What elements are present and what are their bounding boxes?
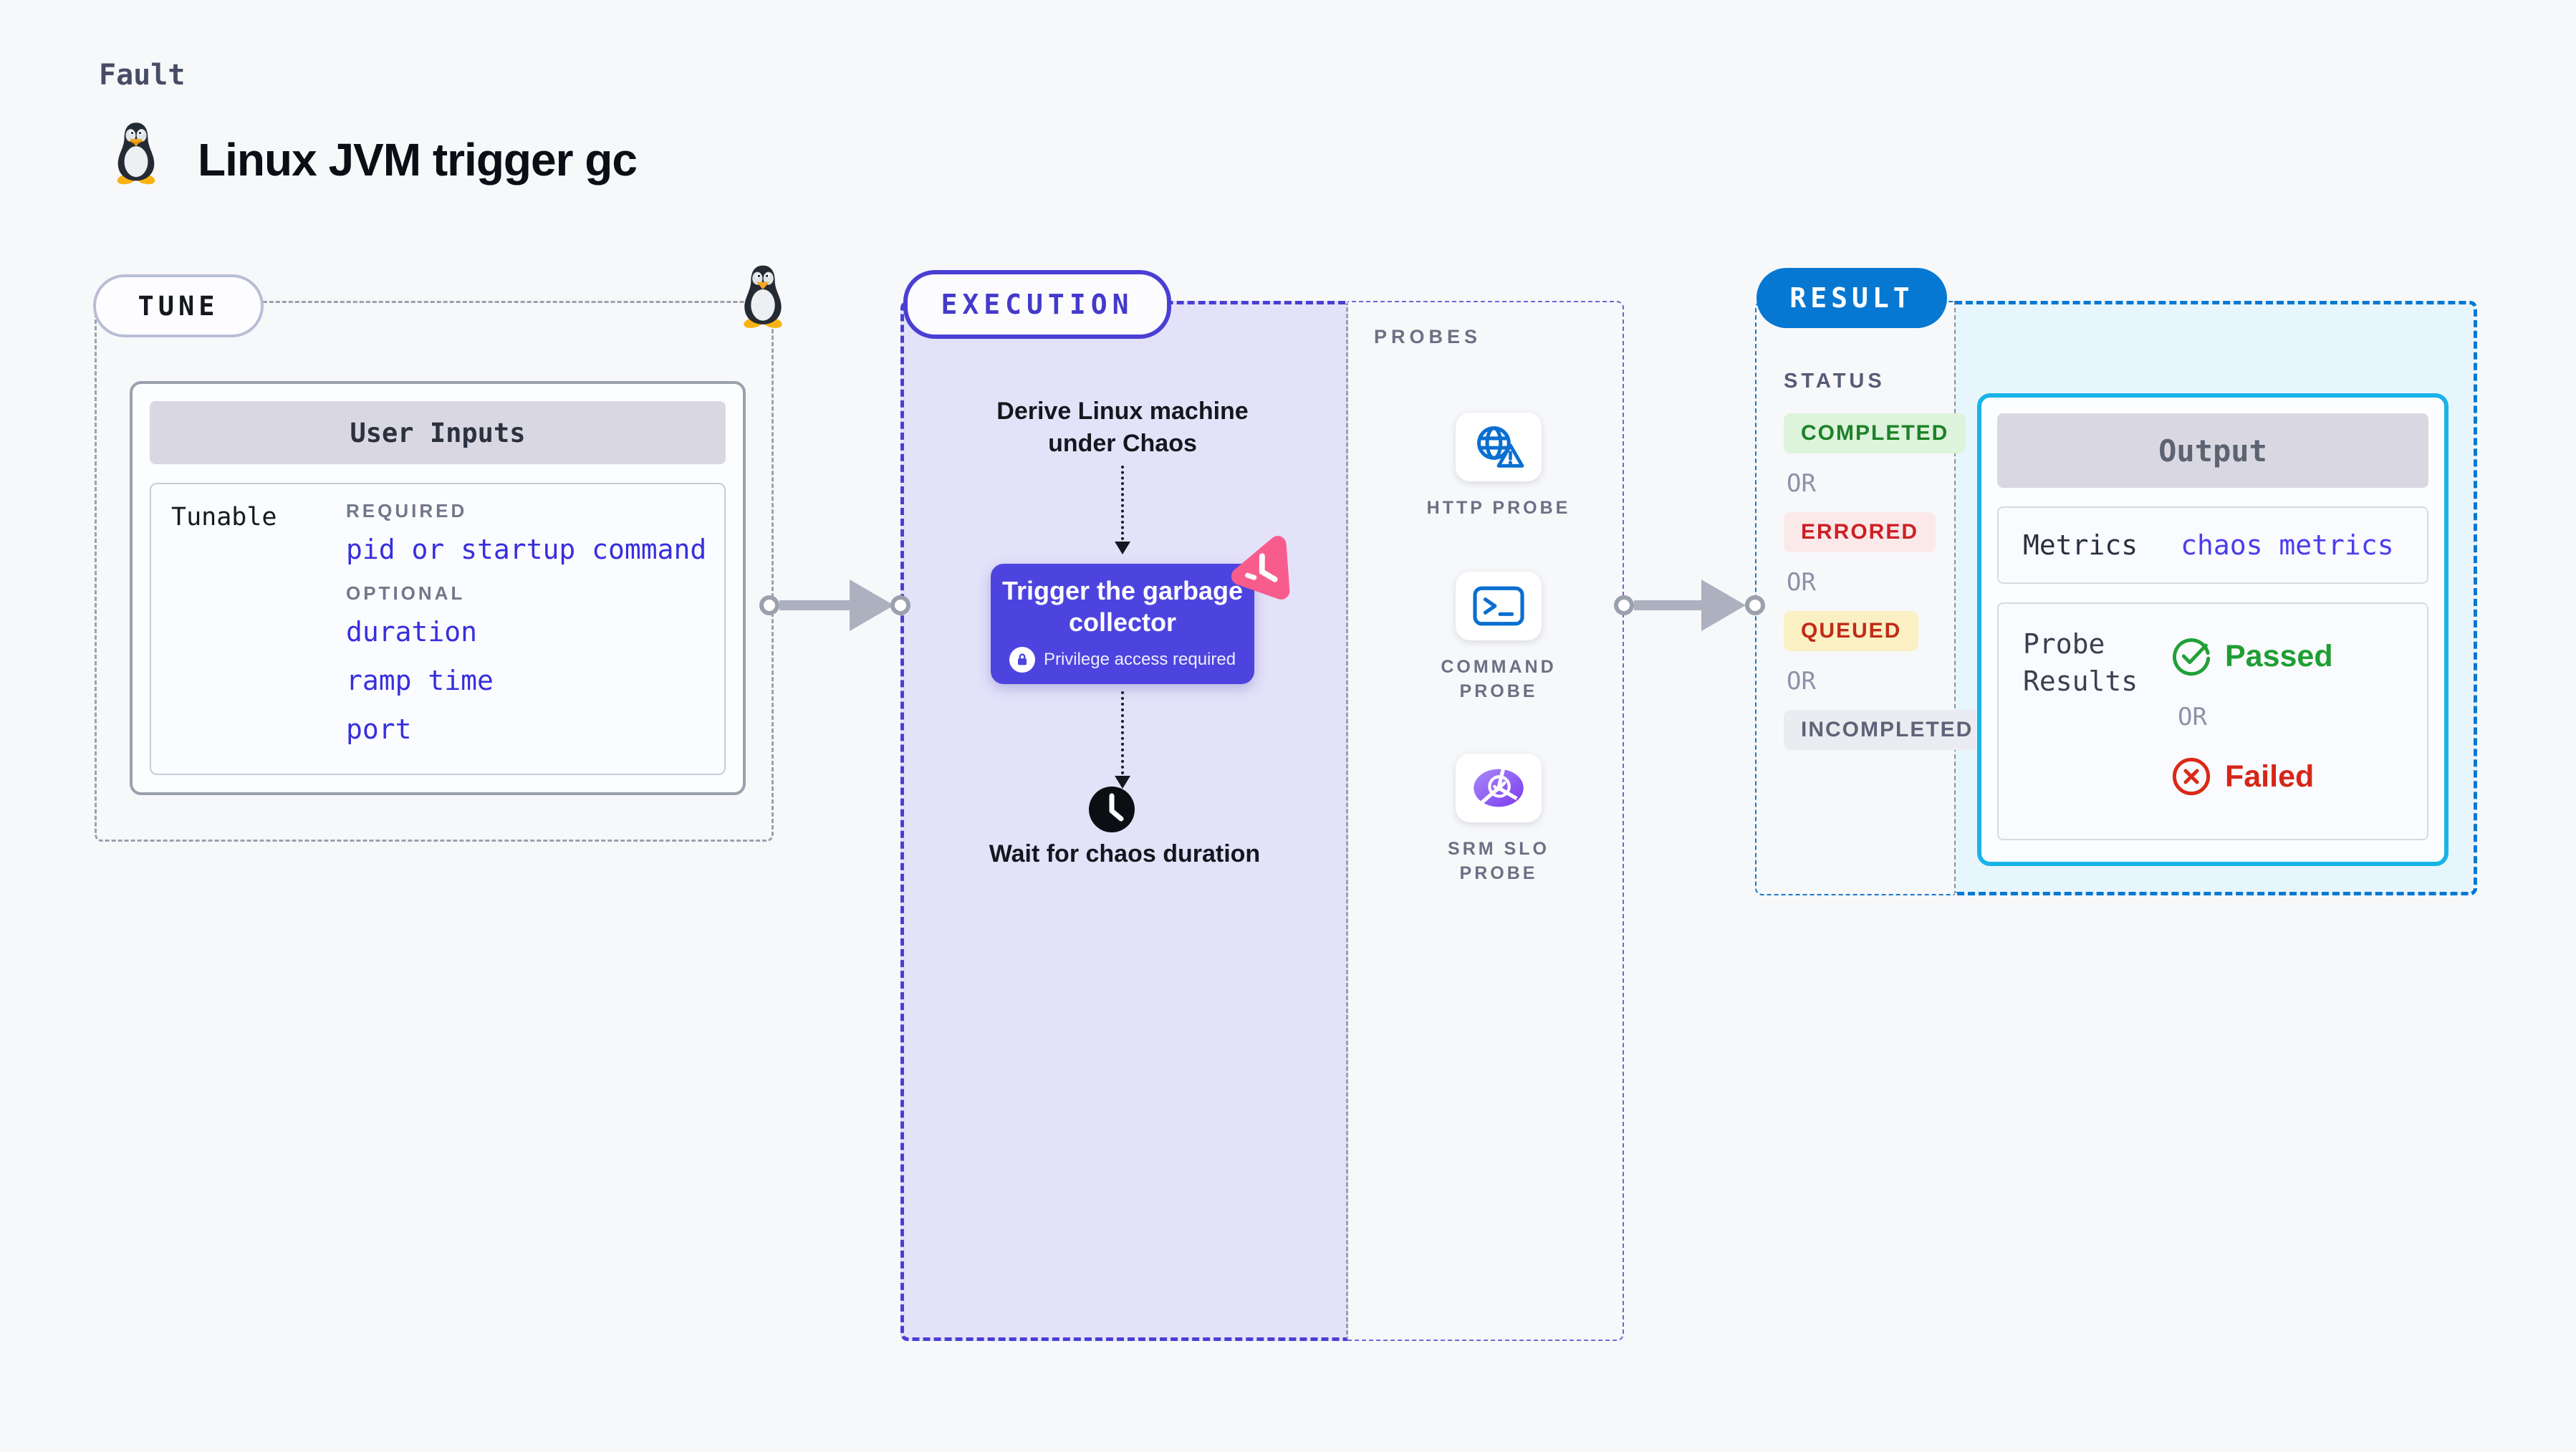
- tune-label-pill: TUNE: [93, 274, 264, 337]
- metrics-row: Metrics chaos metrics: [1997, 506, 2428, 584]
- connector-port: [1745, 595, 1765, 615]
- check-circle-icon: [2173, 638, 2211, 676]
- http-probe-label: HTTP PROBE: [1426, 498, 1571, 518]
- x-circle-icon: [2172, 757, 2211, 796]
- probe-results-label: Probe Results: [2023, 628, 2138, 697]
- probe-results-row: Probe Results Passed OR Failed: [1997, 602, 2428, 840]
- or-separator: OR: [1787, 568, 1816, 597]
- chaos-icon: [1231, 536, 1290, 600]
- output-header: Output: [1997, 413, 2428, 488]
- tune-section: [95, 301, 774, 842]
- dotted-connector: [1121, 691, 1124, 774]
- step-derive-machine: Derive Linux machine under Chaos: [996, 398, 1249, 457]
- trigger-gc-action-node[interactable]: Trigger the garbage collector Privilege …: [991, 564, 1254, 684]
- tunable-row-label: Tunable: [171, 503, 277, 532]
- user-inputs-header: User Inputs: [150, 401, 726, 464]
- trigger-gc-title: Trigger the garbage collector: [1001, 576, 1244, 637]
- srm-slo-probe-card[interactable]: [1456, 754, 1542, 822]
- optional-label: OPTIONAL: [346, 582, 466, 604]
- terminal-icon: [1473, 586, 1524, 626]
- or-separator: OR: [1787, 667, 1816, 696]
- command-probe-label: COMMAND PROBE: [1441, 657, 1557, 701]
- flow-arrow-line: [779, 600, 850, 610]
- status-badge-errored: ERRORED: [1784, 512, 1936, 552]
- flow-arrow-line: [1634, 600, 1701, 610]
- dotted-connector: [1121, 466, 1124, 540]
- globe-alert-icon: [1477, 426, 1524, 468]
- tunable-panel: Tunable REQUIRED pid or startup command …: [150, 483, 726, 775]
- tunable-item-duration[interactable]: duration: [346, 616, 478, 648]
- connector-port: [759, 595, 779, 615]
- connector-port: [890, 595, 910, 615]
- execution-label-pill: EXECUTION: [903, 270, 1171, 339]
- metrics-label: Metrics: [2023, 529, 2138, 561]
- linux-penguin-icon: [117, 122, 155, 185]
- srm-slo-probe-label: SRM SLO PROBE: [1448, 839, 1549, 883]
- linux-penguin-icon: [744, 265, 782, 328]
- probes-column-label: PROBES: [1374, 326, 1482, 347]
- tunable-item-pid[interactable]: pid or startup command: [346, 534, 707, 565]
- step-wait-duration: Wait for chaos duration: [989, 840, 1261, 867]
- failed-label: Failed: [2225, 759, 2315, 794]
- tunable-item-port[interactable]: port: [346, 713, 412, 745]
- status-column: STATUS COMPLETED OR ERRORED OR QUEUED OR…: [1784, 370, 1991, 766]
- dotted-connector-arrowhead: [1115, 776, 1130, 789]
- required-label: REQUIRED: [346, 500, 468, 521]
- lock-icon: [1009, 647, 1035, 673]
- privilege-badge-text: Privilege access required: [1043, 650, 1236, 669]
- or-separator: OR: [2178, 703, 2207, 731]
- result-label-pill: RESULT: [1756, 268, 1947, 328]
- user-inputs-card: User Inputs Tunable REQUIRED pid or star…: [130, 381, 746, 795]
- flow-arrow-head: [1701, 580, 1746, 631]
- command-probe-card[interactable]: [1456, 572, 1542, 640]
- flow-arrow-head: [850, 580, 894, 631]
- dotted-connector-arrowhead: [1115, 542, 1130, 554]
- chaos-metrics-link[interactable]: chaos metrics: [2181, 529, 2394, 561]
- tunable-item-ramp-time[interactable]: ramp time: [346, 665, 494, 696]
- status-badge-queued: QUEUED: [1784, 611, 1919, 651]
- passed-verdict: Passed: [2171, 635, 2333, 677]
- connector-port: [1614, 595, 1634, 615]
- clock-icon: [1089, 787, 1135, 832]
- status-badge-incompleted: INCOMPLETED: [1784, 710, 1991, 750]
- http-probe-card[interactable]: [1456, 413, 1542, 481]
- status-header: STATUS: [1784, 370, 1885, 393]
- or-separator: OR: [1787, 469, 1816, 498]
- output-card: Output Metrics chaos metrics Probe Resul…: [1977, 393, 2448, 866]
- failed-verdict: Failed: [2171, 756, 2333, 797]
- slo-donut-icon: [1474, 769, 1524, 807]
- passed-label: Passed: [2225, 638, 2333, 673]
- fault-kicker: Fault: [99, 59, 186, 92]
- page-title: Linux JVM trigger gc: [198, 134, 638, 186]
- status-badge-completed: COMPLETED: [1784, 413, 1966, 453]
